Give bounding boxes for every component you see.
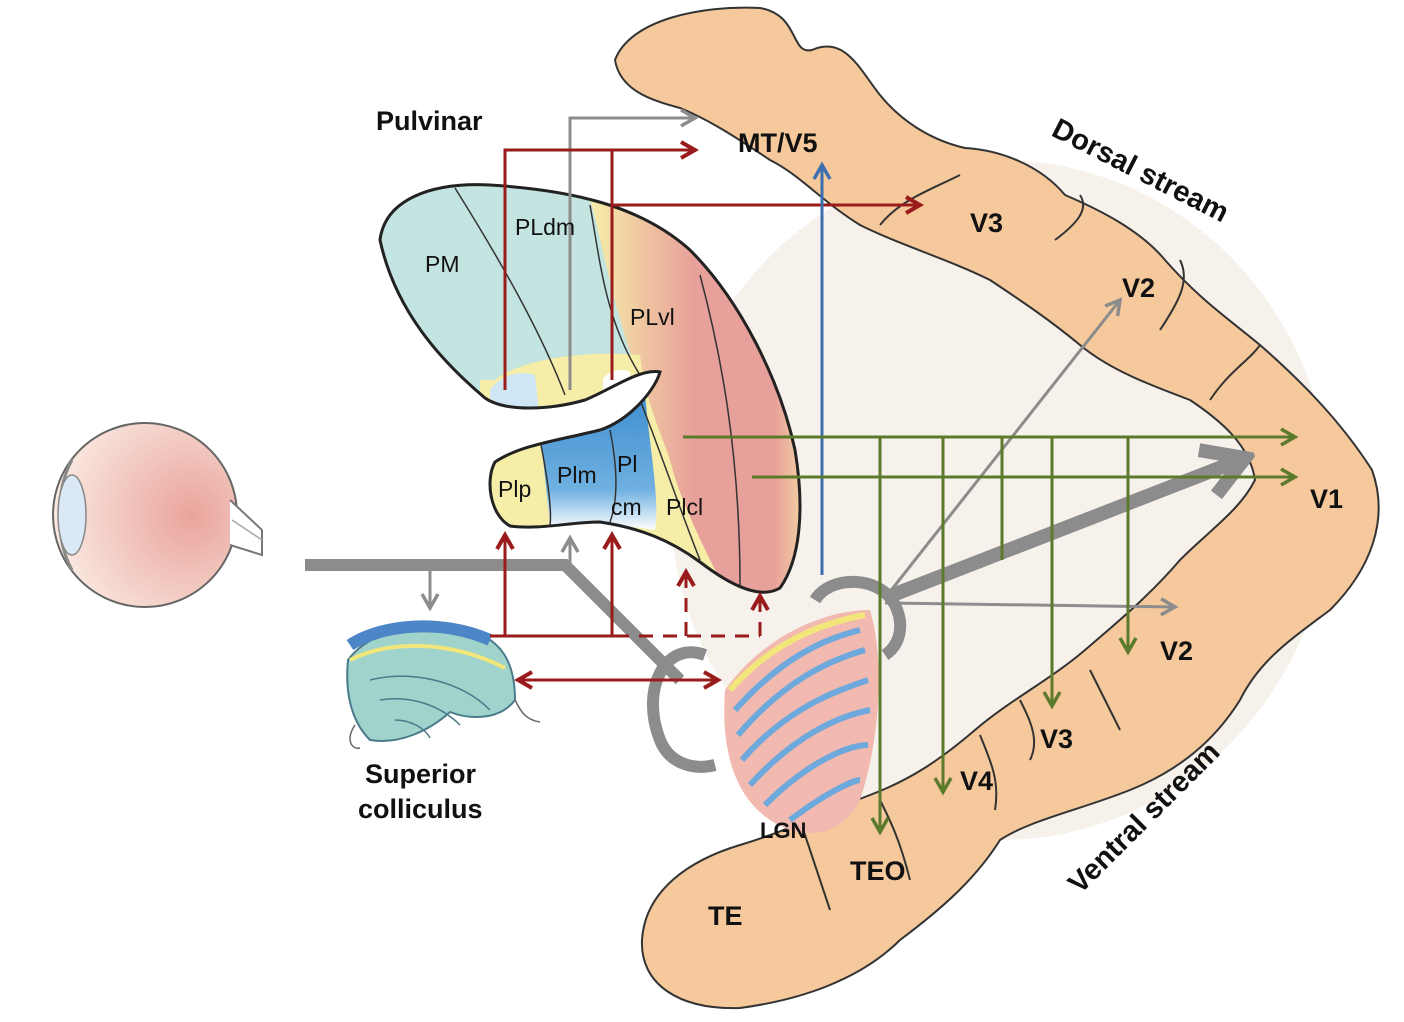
label-superior-colliculus-2: colliculus: [358, 794, 483, 824]
eye-illustration: [52, 422, 263, 608]
label-superior-colliculus-1: Superior: [365, 759, 477, 789]
label-plvl: PLvl: [630, 304, 675, 330]
label-pm: PM: [425, 251, 460, 277]
label-plm: Plm: [557, 462, 597, 488]
pulvinar-cortex-red-pathway: [490, 150, 920, 680]
label-teo: TEO: [850, 856, 906, 886]
retino-geniculate-pathway: [305, 108, 1245, 773]
label-plp: Plp: [498, 476, 531, 502]
pulvinar-nucleus: [378, 183, 802, 594]
label-plcm-1: Pl: [617, 451, 637, 477]
label-pldm: PLdm: [515, 214, 575, 240]
label-v1: V1: [1310, 484, 1343, 514]
label-te: TE: [708, 901, 743, 931]
label-mt-v5: MT/V5: [738, 128, 818, 158]
label-v3-ventral: V3: [1040, 724, 1073, 754]
lgn-illustration: [724, 610, 879, 834]
label-pulvinar: Pulvinar: [376, 106, 483, 136]
label-v4: V4: [960, 766, 993, 796]
label-v2-ventral: V2: [1160, 636, 1193, 666]
label-lgn: LGN: [760, 818, 806, 843]
label-plcl: Plcl: [666, 494, 703, 520]
pulvinar-to-cortex-green-pathway: [683, 427, 1299, 836]
label-v3-dorsal: V3: [970, 208, 1003, 238]
label-plcm-2: cm: [611, 494, 642, 520]
visual-cortex: [613, 6, 1380, 1010]
superior-colliculus-illustration: [346, 620, 541, 749]
label-v2-dorsal: V2: [1122, 273, 1155, 303]
